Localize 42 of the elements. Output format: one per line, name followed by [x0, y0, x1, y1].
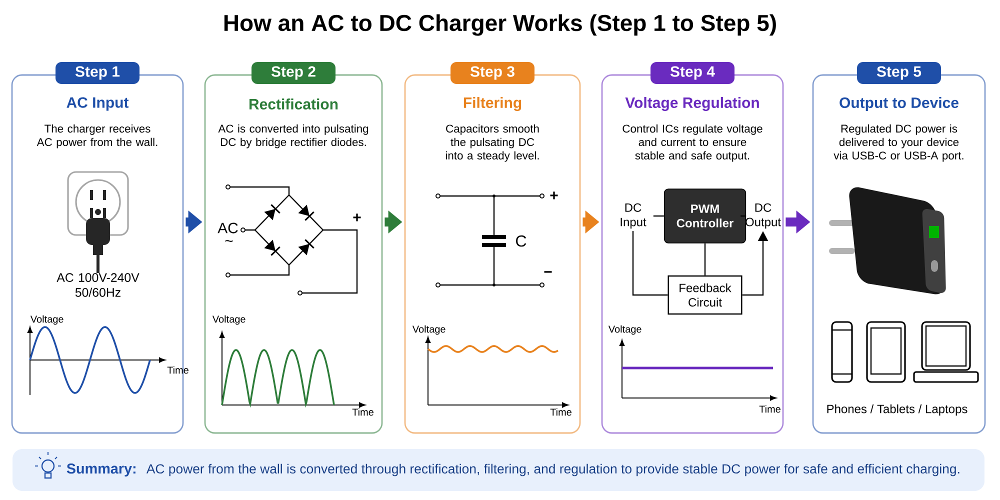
axis-label: Voltage — [212, 315, 246, 325]
wire — [740, 215, 746, 217]
step-heading: Voltage Regulation — [625, 97, 759, 112]
polarity-sign: + — [353, 214, 361, 222]
step-description: Control ICs regulate voltage and current to ensure stable and safe output. — [622, 124, 762, 162]
polarity-sign: + — [550, 192, 558, 200]
step-badge: Step 1 — [56, 62, 140, 84]
step-badge: Step 4 — [650, 62, 734, 84]
axis-label: Voltage — [412, 325, 446, 335]
controller-box: PWM Controller — [664, 188, 746, 244]
wire — [704, 243, 706, 276]
step-description: Capacitors smooth the pulsating DC into a steady level. — [446, 124, 539, 162]
voltage-rating: AC 100V-240V 50/60Hz — [56, 273, 140, 297]
step-heading: AC Input — [66, 97, 129, 111]
terminal-label: AC — [218, 222, 238, 234]
step-heading: Output to Device — [840, 97, 958, 111]
step-badge: Step 5 — [857, 62, 941, 84]
title: How an AC to DC Charger Works (Step 1 to Step 5) — [224, 14, 776, 36]
device-caption: Phones / Tablets / Laptops — [827, 404, 968, 416]
step-badge: Step 2 — [252, 62, 336, 84]
component-label: C — [516, 235, 526, 247]
terminal-label: DC Input — [620, 203, 646, 229]
summary-label: Summary: — [66, 464, 136, 477]
axis-label: Voltage — [30, 315, 64, 325]
step-description: AC is converted into pulsating DC by bridge rectifier diodes. — [218, 124, 368, 148]
axis-label: Voltage — [608, 325, 642, 335]
step-description: The charger receives AC power from the wall. — [36, 124, 158, 148]
summary-text: AC power from the wall is converted through rectification, filtering, and regulation to provide stable DC power for safe and efficient charging. — [146, 464, 960, 476]
wire — [632, 231, 668, 296]
terminal-label: ~ — [225, 240, 233, 242]
step-heading: Filtering — [464, 97, 522, 112]
axis-label: Time — [167, 366, 188, 374]
step-description: Regulated DC power is delivered to your device via USB-C or USB-A port. — [834, 124, 964, 162]
axis-label: Time — [352, 408, 374, 416]
step-badge: Step 3 — [450, 62, 534, 84]
feedback-box: Feedback Circuit — [668, 275, 742, 315]
step-heading: Rectification — [250, 98, 338, 110]
wire — [653, 215, 664, 217]
terminal-label: DC Output — [746, 203, 781, 229]
polarity-sign: − — [544, 271, 552, 273]
axis-label: Time — [759, 405, 780, 413]
axis-label: Time — [550, 408, 572, 416]
